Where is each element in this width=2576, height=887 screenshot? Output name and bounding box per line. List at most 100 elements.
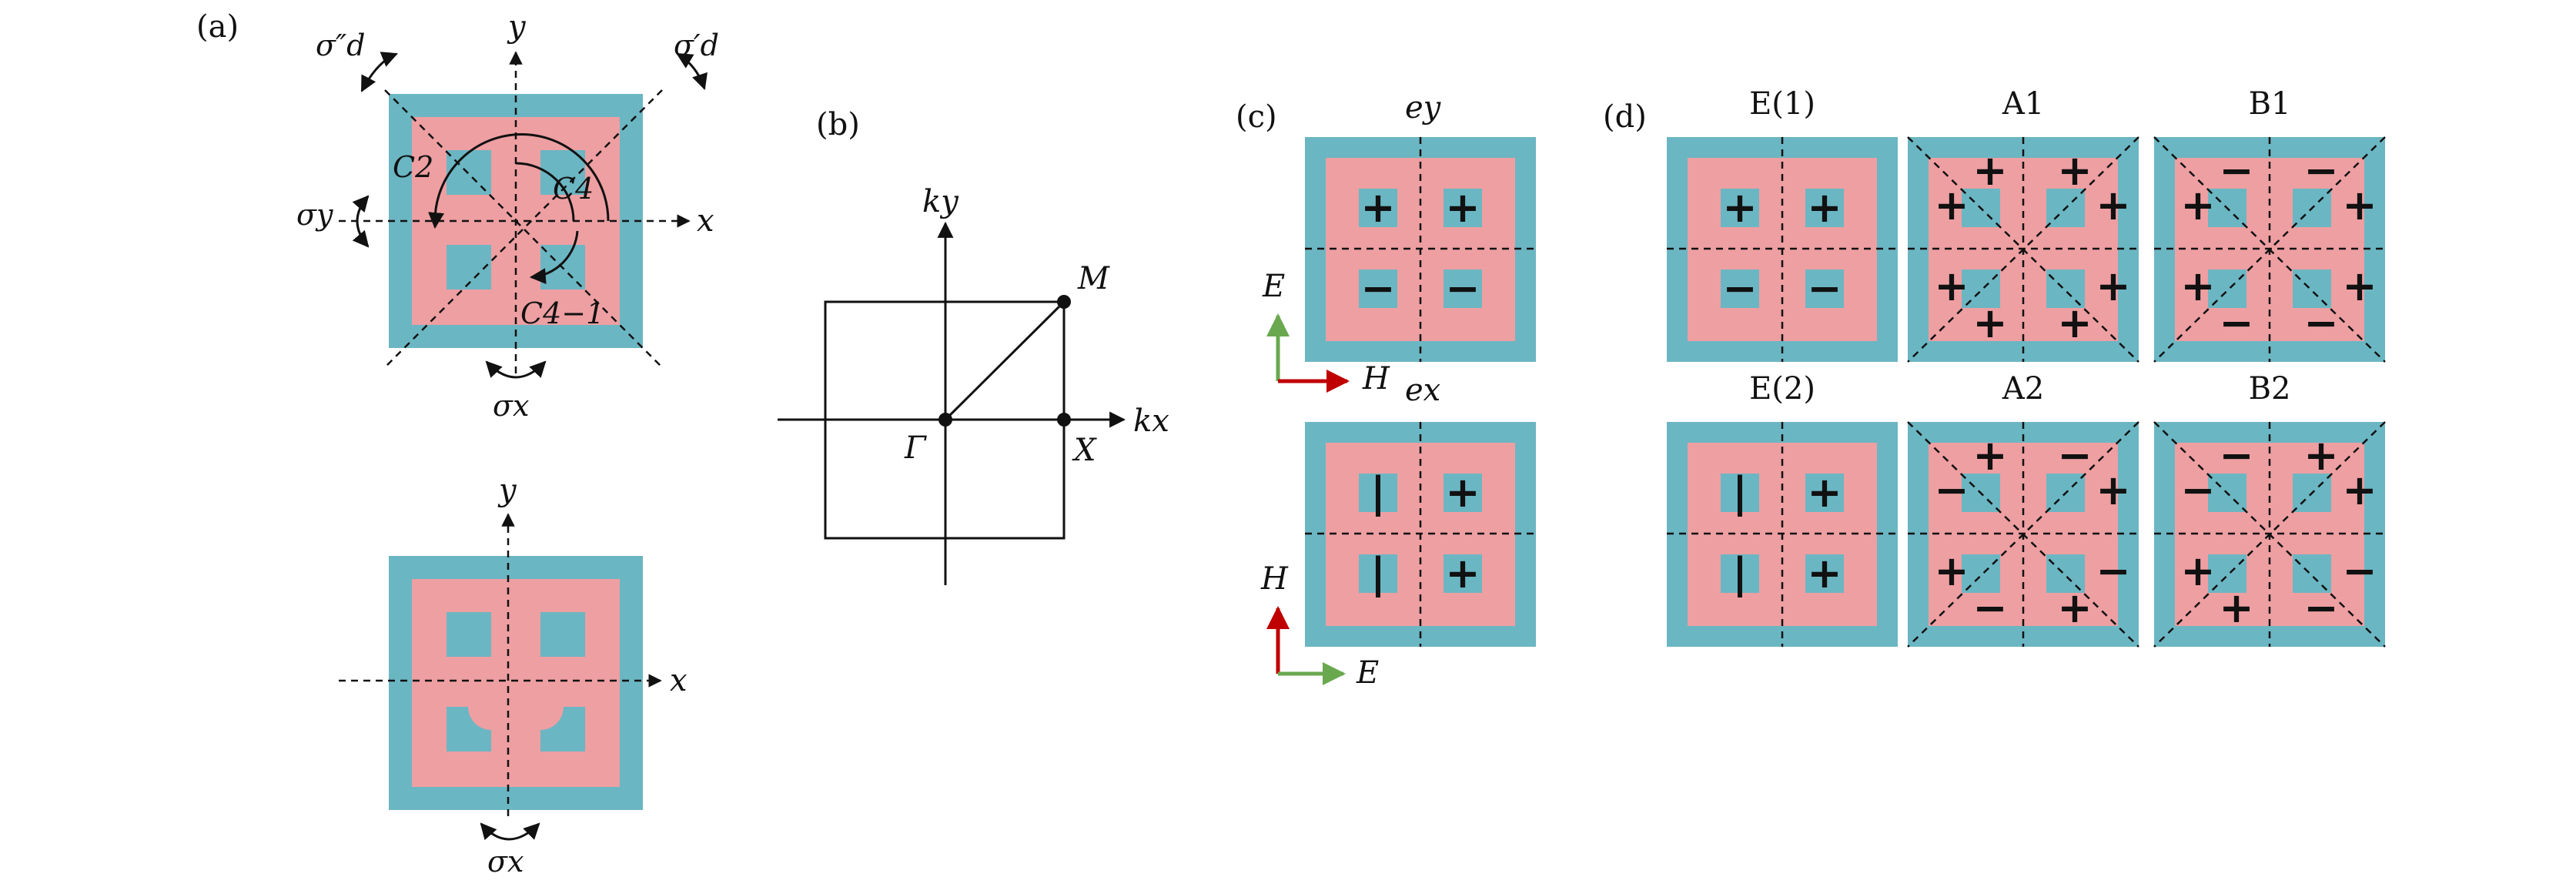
sign-ll: −	[1360, 264, 1395, 313]
sign: +	[2180, 547, 2215, 595]
c2-label: C2	[393, 150, 433, 184]
ky-label: ky	[922, 184, 959, 219]
hole-lr	[1444, 554, 1482, 593]
mode-a2: + − − + + − − +	[1907, 421, 2139, 648]
hole-ul	[1359, 189, 1397, 227]
panel-d-label: (d)	[1603, 99, 1647, 135]
h-field-label: H	[1260, 561, 1289, 597]
sign: +	[2057, 584, 2092, 632]
axis-y-label: y	[507, 9, 527, 45]
sign: +	[1934, 262, 1969, 310]
sign-ll: −	[1722, 264, 1757, 313]
sign: +	[1934, 181, 1969, 229]
hole-ul	[1359, 474, 1397, 512]
sign-ul: +	[1360, 183, 1395, 232]
panel-c-label: (c)	[1236, 99, 1277, 135]
hole-ul	[1721, 474, 1759, 512]
title-e1: E(1)	[1749, 86, 1815, 122]
title-b1: B1	[2249, 86, 2291, 122]
sign: +	[2057, 299, 2092, 347]
sign: +	[1972, 299, 2007, 347]
hole-ur	[1805, 189, 1844, 227]
sign: +	[2342, 181, 2377, 229]
title-a1: A1	[2002, 86, 2044, 122]
hole-ul	[447, 612, 491, 657]
hole-ll	[1962, 269, 2000, 308]
hole-lr	[1444, 269, 1482, 308]
sign-ul: +	[1722, 183, 1757, 232]
sign: −	[2303, 584, 2338, 632]
mode-a1: + + + + + + + +	[1907, 136, 2139, 363]
sign-lr: −	[1445, 264, 1480, 313]
sign: +	[2303, 431, 2338, 480]
x-point	[1057, 413, 1071, 427]
h-field-label: H	[1362, 361, 1390, 397]
c2-arrowhead	[428, 212, 445, 229]
unit-cell-symmetric: x y C2 C4 C4−1 σ″d σ′d σy σx	[296, 9, 719, 423]
hole-ll	[2208, 554, 2246, 593]
m-label: M	[1077, 261, 1110, 296]
sigma-x-label: σx	[487, 845, 524, 879]
mirror-diag-2	[1907, 421, 2139, 648]
hole-ll-notched	[447, 707, 491, 751]
sign: +	[1972, 146, 2007, 195]
sign: +	[1934, 547, 1969, 595]
hole-lr	[1805, 269, 1844, 308]
sigma-x-arrow	[480, 822, 540, 841]
sign-lr: +	[1445, 549, 1480, 597]
ey-title: ey	[1405, 90, 1442, 126]
sigma-x-label: σx	[493, 389, 529, 423]
mode-b2: − + − + + − + −	[2153, 421, 2386, 648]
sign: −	[2219, 431, 2253, 480]
title-a2: A2	[2002, 371, 2044, 407]
hole-ll	[1359, 269, 1397, 308]
x-label: X	[1072, 433, 1097, 468]
ex-title: ex	[1405, 373, 1440, 408]
hole-ul	[447, 150, 491, 195]
diagonal-mirror-2	[384, 89, 663, 368]
panel-b-label: (b)	[816, 107, 860, 142]
sign: +	[2342, 262, 2377, 310]
axis-x-label: x	[670, 663, 687, 698]
sigma-d1-arrow	[676, 52, 708, 90]
sign-ur: +	[1807, 468, 1842, 517]
mode-ey: ey + + − −	[1305, 90, 1536, 362]
mode-b1: − − + + + + − −	[2153, 136, 2386, 363]
e-field-label: E	[1262, 269, 1285, 304]
cell-core	[412, 579, 620, 787]
unit-cell-broken: x y σx	[339, 473, 687, 879]
m-point	[1057, 295, 1071, 309]
title-e2: E(2)	[1749, 371, 1815, 407]
sign: −	[1972, 584, 2007, 632]
c2-arc	[433, 133, 610, 222]
panel-a: (a) x y C2 C4 C4−1	[196, 9, 719, 879]
c4inv-label: C4−1	[520, 296, 604, 330]
panel-b-brillouin-zone: (b) kx ky Γ X M	[778, 107, 1169, 585]
hole-ul	[1721, 189, 1759, 227]
mode-ex: ex | + | +	[1305, 373, 1536, 647]
sign: −	[2219, 299, 2253, 347]
c4inv-arc	[529, 230, 579, 285]
sign: +	[2096, 466, 2130, 514]
e-field-label: E	[1356, 655, 1379, 691]
gamma-point	[938, 413, 952, 427]
hole-ll	[2208, 269, 2246, 308]
hole-ll	[1962, 554, 2000, 593]
sign-ur: +	[1807, 183, 1842, 232]
mirror-diag-2	[1907, 136, 2139, 363]
hole-lr	[2293, 269, 2331, 308]
sign-ur: +	[1445, 468, 1480, 517]
sign: +	[1972, 431, 2007, 480]
sign-ur: +	[1445, 183, 1480, 232]
hole-lr-notched	[540, 707, 585, 751]
hole-ll	[1721, 269, 1759, 308]
sign: +	[2057, 146, 2092, 195]
sign: −	[2303, 299, 2338, 347]
sign: +	[2342, 466, 2377, 514]
sign: −	[2057, 431, 2092, 480]
sigma-y-arrow	[352, 195, 370, 248]
panel-a-label: (a)	[196, 9, 239, 45]
panel-c: (c) ey + + − − E H ex	[1236, 90, 1536, 691]
sign: +	[2096, 181, 2130, 229]
